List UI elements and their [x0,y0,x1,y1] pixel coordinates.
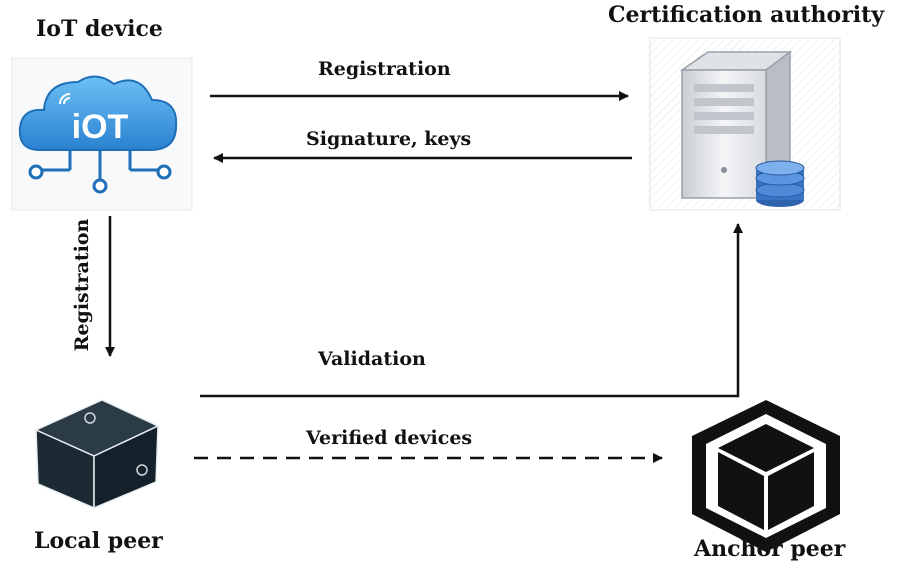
server-database-icon [649,37,841,211]
iot-device-label: IoT device [36,16,163,42]
arrow-local-to-ca [200,223,743,398]
outlined-cube-icon [692,400,840,552]
iot-icon-text: iOT [72,108,129,146]
edge-label-ca-to-iot: Signature, keys [306,128,472,150]
certification-authority-label: Certification authority [608,2,885,28]
cube-icon [34,399,160,510]
edge-label-local-to-ca: Validation [318,348,426,370]
iot-cloud-icon: iOT [11,57,193,211]
edge-label-iot-to-ca: Registration [318,58,451,80]
local-peer-label: Local peer [34,528,163,554]
edge-label-local-to-anchor: Verified devices [306,427,473,449]
